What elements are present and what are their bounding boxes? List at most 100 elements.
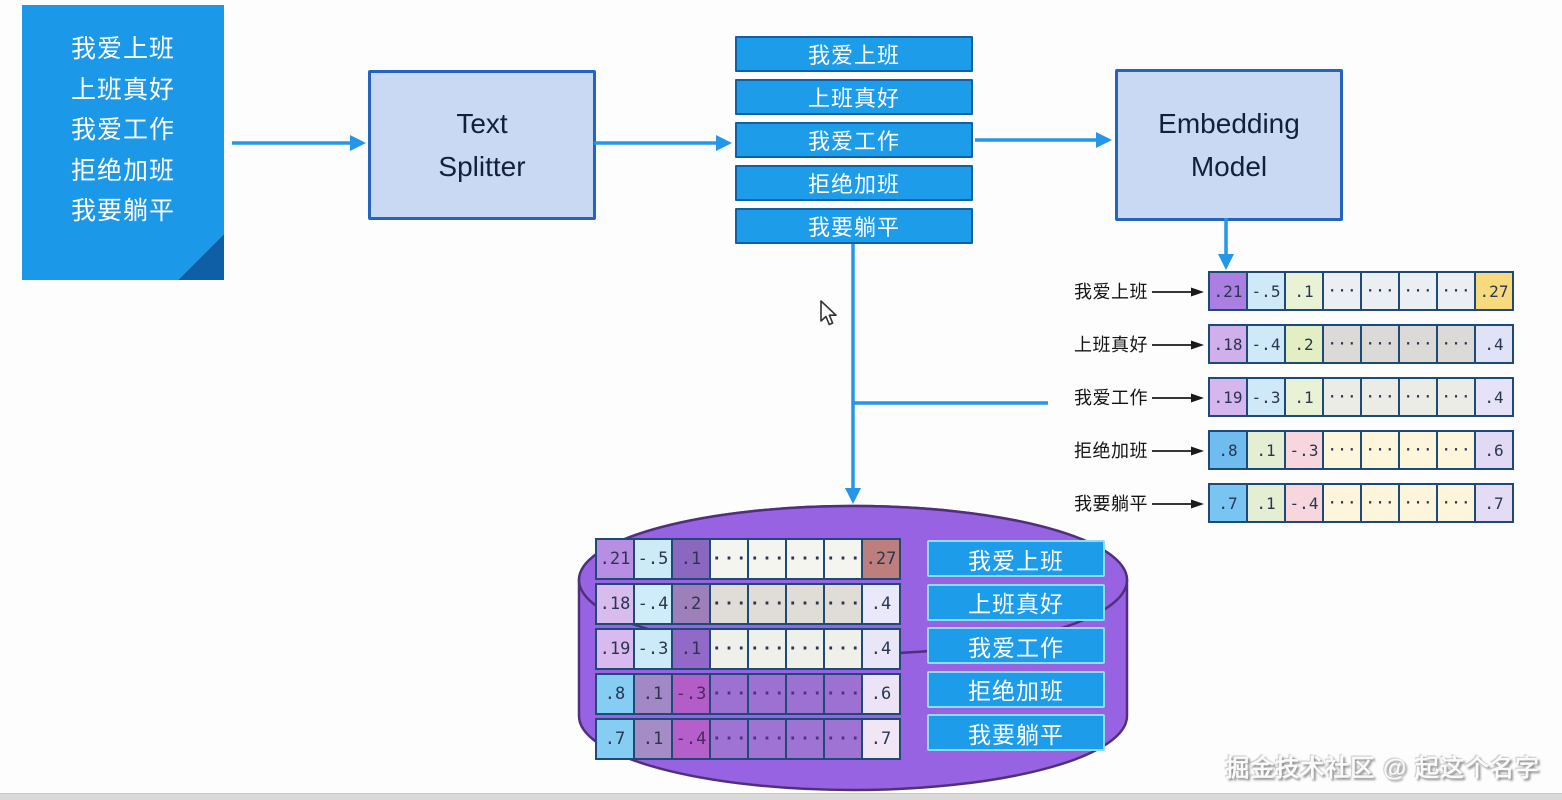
vector-cell: ···	[1436, 483, 1476, 523]
vector-cell: ···	[823, 628, 863, 670]
chunk-box: 我爱工作	[735, 122, 973, 158]
label-arrow-icon	[1152, 338, 1204, 350]
vector-cell: ···	[709, 718, 749, 760]
vector-cell: ···	[747, 538, 787, 580]
vector-cell: .6	[1474, 430, 1514, 470]
vector-row-cells: .19-.3.1············.4	[1208, 377, 1514, 417]
vector-cell: ···	[1398, 377, 1438, 417]
arrow-doc-to-splitter-icon	[232, 135, 366, 151]
vector-cell: .7	[595, 718, 635, 760]
chunk-box: 我要躺平	[735, 208, 973, 244]
embedding-model-box: Embedding Model	[1115, 69, 1343, 221]
vector-cell: ···	[1436, 324, 1476, 364]
vector-cell: -.3	[671, 673, 711, 715]
vector-cell: ···	[747, 673, 787, 715]
label-arrow-icon	[1152, 497, 1204, 509]
vector-cell: .8	[595, 673, 635, 715]
document-line: 上班真好	[70, 75, 175, 104]
vector-cell: -.4	[633, 583, 673, 625]
vector-cell: .19	[1208, 377, 1248, 417]
vector-cell: -.3	[1284, 430, 1324, 470]
bottom-bar	[0, 793, 1562, 800]
vector-row-cells: .7.1-.4············.7	[1208, 483, 1514, 523]
database-chunk-label: 我爱上班	[927, 540, 1105, 577]
vector-cell: ···	[785, 628, 825, 670]
label-arrow-icon	[1152, 391, 1204, 403]
vector-cell: ···	[1322, 271, 1362, 311]
vector-row-label: 我爱工作	[1074, 388, 1148, 408]
watermark: 掘金技术社区 @ 起这个名字	[1225, 755, 1540, 782]
database-vector-matrix: .21-.5.1············.27.18-.4.2·········…	[595, 538, 901, 763]
vector-row-label: 上班真好	[1074, 335, 1148, 355]
text-splitter-label: Text Splitter	[438, 107, 526, 182]
vector-cell: ···	[709, 583, 749, 625]
document-text: 我爱上班上班真好我爱工作拒绝加班我要躺平	[22, 29, 224, 232]
vector-cell: .7	[1474, 483, 1514, 523]
vector-cell: ···	[823, 718, 863, 760]
vector-cell: ···	[1322, 430, 1362, 470]
vector-cell: ···	[1436, 377, 1476, 417]
vector-cell: .2	[1284, 324, 1324, 364]
database-matrix-row: .18-.4.2············.4	[595, 583, 901, 625]
vector-cell: .1	[1246, 483, 1286, 523]
vector-cell: ···	[747, 718, 787, 760]
vector-cell: .1	[1284, 271, 1324, 311]
vector-cell: -.4	[1284, 483, 1324, 523]
database-chunk-label: 我要躺平	[927, 714, 1105, 751]
label-arrow-icon	[1152, 285, 1204, 297]
vector-cell: ···	[1398, 430, 1438, 470]
vector-cell: .18	[1208, 324, 1248, 364]
vector-cell: .4	[1474, 324, 1514, 364]
vector-cell: .21	[595, 538, 635, 580]
database-chunk-labels: 我爱上班上班真好我爱工作拒绝加班我要躺平	[927, 540, 1105, 758]
vector-row-cells: .8.1-.3············.6	[1208, 430, 1514, 470]
vector-cell: ···	[1398, 324, 1438, 364]
vector-cell: .2	[671, 583, 711, 625]
vector-cell: ···	[709, 673, 749, 715]
text-splitter-box: Text Splitter	[368, 70, 596, 220]
database-chunk-label: 拒绝加班	[927, 670, 1105, 708]
vector-cell: .4	[861, 583, 901, 625]
vector-cell: .8	[1208, 430, 1248, 470]
document-page	[22, 5, 224, 280]
database-matrix-row: .19-.3.1············.4	[595, 628, 901, 670]
vector-cell: ···	[1322, 377, 1362, 417]
vector-cell: ···	[709, 628, 749, 670]
database-matrix-row: .7.1-.4············.7	[595, 718, 901, 760]
vector-row-cells: .18-.4.2············.4	[1208, 324, 1514, 364]
vector-cell: ···	[1360, 483, 1400, 523]
arrow-chunks-to-embedding-icon	[975, 132, 1112, 148]
vector-row-cells: .21-.5.1············.27	[1208, 271, 1514, 311]
chunk-box: 拒绝加班	[735, 165, 973, 201]
database-chunk-label: 上班真好	[927, 583, 1105, 621]
vector-cell: .4	[861, 628, 901, 670]
vector-cell: .7	[861, 718, 901, 760]
vector-cell: .1	[671, 538, 711, 580]
vector-cell: ···	[823, 538, 863, 580]
vector-cell: ···	[785, 583, 825, 625]
vector-cell: -.3	[1246, 377, 1286, 417]
vector-row-label: 拒绝加班	[1074, 441, 1148, 461]
vector-cell: .1	[671, 628, 711, 670]
vector-cell: ···	[1436, 271, 1476, 311]
vector-row-label: 我要躺平	[1074, 494, 1148, 514]
vector-cell: .27	[1474, 271, 1514, 311]
vector-cell: .1	[633, 718, 673, 760]
vector-cell: ···	[1360, 271, 1400, 311]
vector-cell: ···	[1360, 324, 1400, 364]
vector-cell: ···	[1322, 483, 1362, 523]
arrow-splitter-to-chunks-icon	[594, 135, 732, 151]
embedding-model-label: Embedding Model	[1158, 107, 1300, 182]
chunk-box: 上班真好	[735, 79, 973, 115]
chunk-list: 我爱上班上班真好我爱工作拒绝加班我要躺平	[735, 36, 973, 251]
document-line: 拒绝加班	[70, 156, 175, 185]
vector-cell: .6	[861, 673, 901, 715]
vector-cell: ···	[823, 673, 863, 715]
vector-row: 上班真好.18-.4.2············.4	[1060, 324, 1514, 364]
vector-cell: ···	[747, 628, 787, 670]
vector-row: 我爱工作 .19-.3.1············.4	[1060, 377, 1514, 417]
vector-cell: .21	[1208, 271, 1248, 311]
vector-cell: .19	[595, 628, 635, 670]
vector-cell: ···	[1398, 483, 1438, 523]
